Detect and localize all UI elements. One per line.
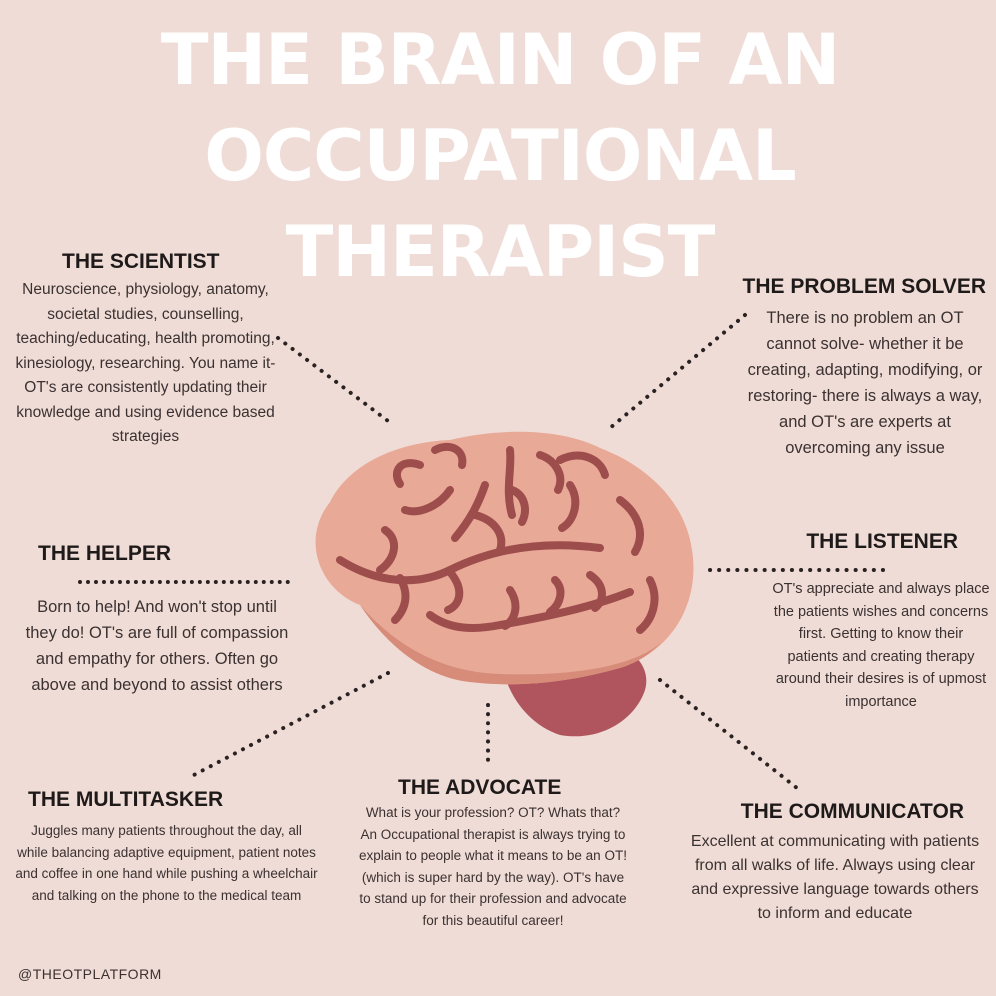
section-multitasker: THE MULTITASKER Juggles many patients th… [14,788,319,906]
problem-solver-heading: THE PROBLEM SOLVER [742,275,986,298]
cerebrum-shape [315,431,694,685]
connector-problem-solver [608,313,747,430]
connector-multitasker [190,671,390,778]
scientist-body: Neuroscience, physiology, anatomy, socie… [15,281,276,445]
brain-icon [315,431,694,737]
section-communicator: THE COMMUNICATOR Excellent at communicat… [690,800,980,926]
section-helper: THE HELPER Born to help! And won't stop … [22,542,292,698]
communicator-heading: THE COMMUNICATOR [740,800,964,823]
helper-body: Born to help! And won't stop until they … [25,598,289,694]
title-line-3: THERAPIST [285,211,716,293]
listener-body: OT's appreciate and always place the pat… [772,581,990,710]
section-problem-solver: THE PROBLEM SOLVER There is no problem a… [720,275,990,461]
section-scientist: THE SCIENTIST Neuroscience, physiology, … [8,250,283,450]
footer-handle: @THEOTPLATFORM [18,966,162,982]
listener-heading: THE LISTENER [806,530,958,553]
multitasker-heading: THE MULTITASKER [28,788,224,811]
title-line-2: OCCUPATIONAL [204,115,796,197]
advocate-body: What is your profession? OT? Whats that?… [359,805,627,928]
page-title: THE BRAIN OF AN OCCUPATIONAL THERAPIST [150,12,850,300]
title-line-1: THE BRAIN OF AN [160,19,840,101]
cerebrum-shadow [360,605,662,685]
brain-folds [336,442,659,634]
connector-scientist [276,336,394,426]
section-listener: THE LISTENER OT's appreciate and always … [772,530,990,713]
connector-communicator [658,678,804,794]
advocate-heading: THE ADVOCATE [398,776,562,799]
helper-heading: THE HELPER [38,542,172,565]
scientist-heading: THE SCIENTIST [62,250,220,273]
helper-divider [78,580,290,584]
problem-solver-body: There is no problem an OT cannot solve- … [747,309,983,457]
multitasker-body: Juggles many patients throughout the day… [15,823,318,903]
section-advocate: THE ADVOCATE What is your profession? OT… [358,776,628,931]
communicator-body: Excellent at communicating with patients… [690,833,980,922]
